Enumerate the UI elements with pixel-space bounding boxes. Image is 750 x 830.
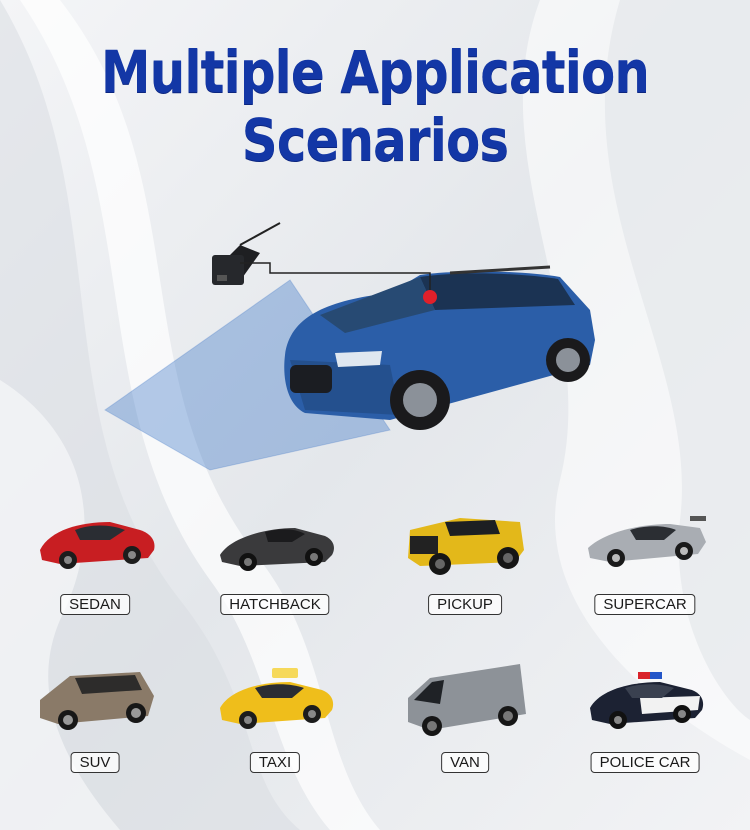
vehicle-label-suv: SUV [70, 752, 120, 773]
vehicle-pickup: PICKUP [375, 500, 555, 640]
camera-location-dot [423, 290, 437, 304]
vehicle-suv: SUV [5, 658, 185, 798]
title-line-1: Multiple Application [100, 38, 650, 106]
vehicle-sedan: SEDAN [5, 500, 185, 640]
yellow-taxi-icon [220, 668, 334, 729]
vehicle-label-supercar: SUPERCAR [594, 594, 696, 615]
vehicle-label-taxi: TAXI [249, 752, 301, 773]
yellow-pickup-truck-icon [408, 518, 524, 575]
vehicle-taxi: TAXI [185, 658, 365, 798]
vehicle-grid: SEDAN HATCHBACK PICKUP SUPERCAR [0, 500, 750, 800]
vehicle-police-car: POLICE CAR [555, 658, 735, 798]
blue-wagon-car-icon [284, 265, 595, 430]
grey-van-icon [408, 664, 526, 736]
dash-camera-icon [212, 222, 281, 285]
silver-supercar-icon [588, 516, 706, 567]
red-sedan-car-icon [40, 522, 155, 569]
dark-sports-car-icon [220, 528, 334, 571]
vehicle-label-police-car: POLICE CAR [590, 752, 700, 773]
hero-car-illustration [104, 222, 595, 471]
vehicle-supercar: SUPERCAR [555, 500, 735, 640]
vehicle-label-van: VAN [441, 752, 489, 773]
brown-suv-icon [40, 672, 154, 730]
title-line-2: Scenarios [241, 106, 509, 174]
page-title: Multiple Application Scenarios [53, 38, 698, 174]
police-car-icon [590, 672, 704, 729]
vehicle-label-hatchback: HATCHBACK [220, 594, 330, 615]
vehicle-label-sedan: SEDAN [60, 594, 130, 615]
vehicle-label-pickup: PICKUP [428, 594, 502, 615]
camera-pointer-line [240, 262, 431, 293]
vehicle-van: VAN [375, 658, 555, 798]
vehicle-hatchback: HATCHBACK [185, 500, 365, 640]
